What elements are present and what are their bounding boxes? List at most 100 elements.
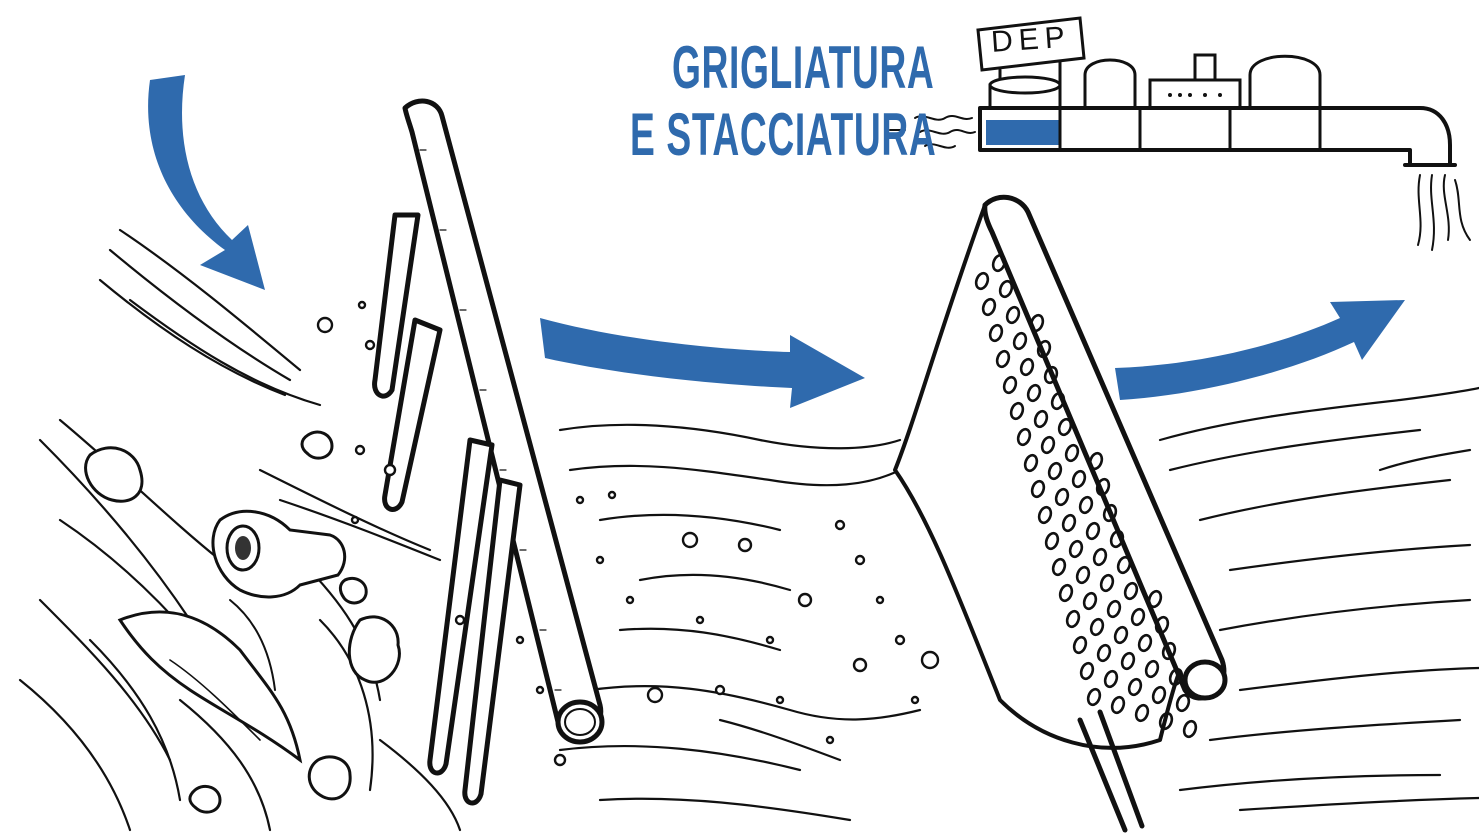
sieve-hole bbox=[1116, 555, 1132, 575]
particle bbox=[454, 614, 466, 626]
water-lines-middle bbox=[558, 423, 922, 822]
particle bbox=[383, 463, 397, 477]
sieve-hole bbox=[1075, 565, 1091, 585]
particle bbox=[920, 650, 940, 670]
sieve-hole bbox=[1005, 305, 1021, 325]
sieve-hole bbox=[1089, 617, 1105, 637]
particle bbox=[737, 537, 753, 553]
sieve-hole bbox=[1051, 557, 1067, 577]
sieve-hole bbox=[998, 279, 1014, 299]
sieve-hole bbox=[1012, 331, 1028, 351]
particle bbox=[607, 490, 617, 500]
sieve-hole bbox=[1182, 719, 1198, 739]
sieve-hole bbox=[1072, 635, 1088, 655]
particle bbox=[765, 635, 775, 645]
sieve-hole bbox=[1092, 547, 1108, 567]
sieve-hole bbox=[1043, 365, 1059, 385]
sieve-hole bbox=[1109, 529, 1125, 549]
sieve-hole bbox=[1120, 651, 1136, 671]
particle bbox=[854, 554, 866, 566]
particle bbox=[575, 495, 585, 505]
particle bbox=[875, 595, 885, 605]
sieve-hole bbox=[1103, 669, 1119, 689]
perforated-sieve-icon bbox=[893, 194, 1228, 833]
particle bbox=[910, 695, 920, 705]
particle bbox=[357, 300, 367, 310]
particle bbox=[515, 635, 525, 645]
particle bbox=[894, 634, 906, 646]
particle bbox=[852, 657, 868, 673]
plant-sign-label: DEP bbox=[990, 20, 1072, 59]
particle bbox=[350, 515, 360, 525]
particle bbox=[316, 316, 334, 334]
sieve-hole bbox=[1037, 505, 1053, 525]
sieve-hole bbox=[1064, 443, 1080, 463]
sieve-hole bbox=[1144, 659, 1160, 679]
sieve-hole bbox=[1002, 375, 1018, 395]
sieve-hole bbox=[1026, 383, 1042, 403]
sediment-particles bbox=[316, 300, 940, 767]
particle bbox=[646, 686, 664, 704]
particle bbox=[681, 531, 699, 549]
sieve-hole bbox=[1110, 695, 1126, 715]
sieve-hole bbox=[1099, 573, 1115, 593]
sieve-hole bbox=[1050, 391, 1066, 411]
sieve-hole bbox=[1044, 531, 1060, 551]
sieve-hole bbox=[1161, 641, 1177, 661]
sieve-hole bbox=[1113, 625, 1129, 645]
sieve-hole bbox=[974, 271, 990, 291]
sieve-hole bbox=[1168, 667, 1184, 687]
sieve-hole bbox=[1065, 609, 1081, 629]
sieve-hole bbox=[1096, 643, 1112, 663]
diagram-title-line-2: E STACCIATURA bbox=[630, 101, 937, 168]
sieve-hole bbox=[1088, 451, 1104, 471]
sieve-hole bbox=[1175, 693, 1191, 713]
sieve-hole bbox=[1106, 599, 1122, 619]
particle bbox=[825, 735, 835, 745]
particle bbox=[714, 684, 726, 696]
sieve-hole bbox=[1030, 479, 1046, 499]
particle bbox=[354, 444, 366, 456]
sieve-hole bbox=[1009, 401, 1025, 421]
sieve-hole bbox=[1127, 677, 1143, 697]
sieve-hole bbox=[1068, 539, 1084, 559]
sieve-hole bbox=[1095, 477, 1111, 497]
particle bbox=[797, 592, 813, 608]
flow-arrow-icon bbox=[540, 318, 865, 408]
particle bbox=[625, 595, 635, 605]
sieve-hole bbox=[1123, 581, 1139, 601]
sieve-hole bbox=[1071, 469, 1087, 489]
sieve-hole bbox=[1061, 513, 1077, 533]
sieve-hole bbox=[1040, 435, 1056, 455]
particle bbox=[775, 695, 785, 705]
sieve-hole bbox=[1085, 521, 1101, 541]
sieve-hole bbox=[1079, 661, 1095, 681]
particle bbox=[535, 685, 545, 695]
sieve-hole bbox=[1057, 417, 1073, 437]
particle bbox=[595, 555, 605, 565]
sieve-hole bbox=[988, 323, 1004, 343]
sieve-hole bbox=[1058, 583, 1074, 603]
sieve-hole bbox=[1078, 495, 1094, 515]
flow-arrow-icon bbox=[1115, 300, 1405, 400]
sieve-hole bbox=[1054, 487, 1070, 507]
particle bbox=[695, 615, 705, 625]
sieve-hole bbox=[1033, 409, 1049, 429]
outlet-pipe-icon bbox=[889, 106, 1471, 251]
bar-screen-icon bbox=[372, 98, 605, 806]
particle bbox=[364, 339, 376, 351]
sieve-hole bbox=[1134, 703, 1150, 723]
sieve-hole bbox=[1154, 615, 1170, 635]
sieve-hole bbox=[1047, 461, 1063, 481]
sieve-hole bbox=[991, 253, 1007, 273]
sieve-hole bbox=[1130, 607, 1146, 627]
sieve-hole bbox=[981, 297, 997, 317]
flow-arrow-icon bbox=[148, 75, 265, 290]
treatment-plant-icon bbox=[976, 16, 1322, 117]
sieve-hole bbox=[1016, 427, 1032, 447]
sieve-hole bbox=[1102, 503, 1118, 523]
sieve-hole bbox=[1036, 339, 1052, 359]
particle bbox=[834, 519, 846, 531]
sieve-hole bbox=[1029, 313, 1045, 333]
